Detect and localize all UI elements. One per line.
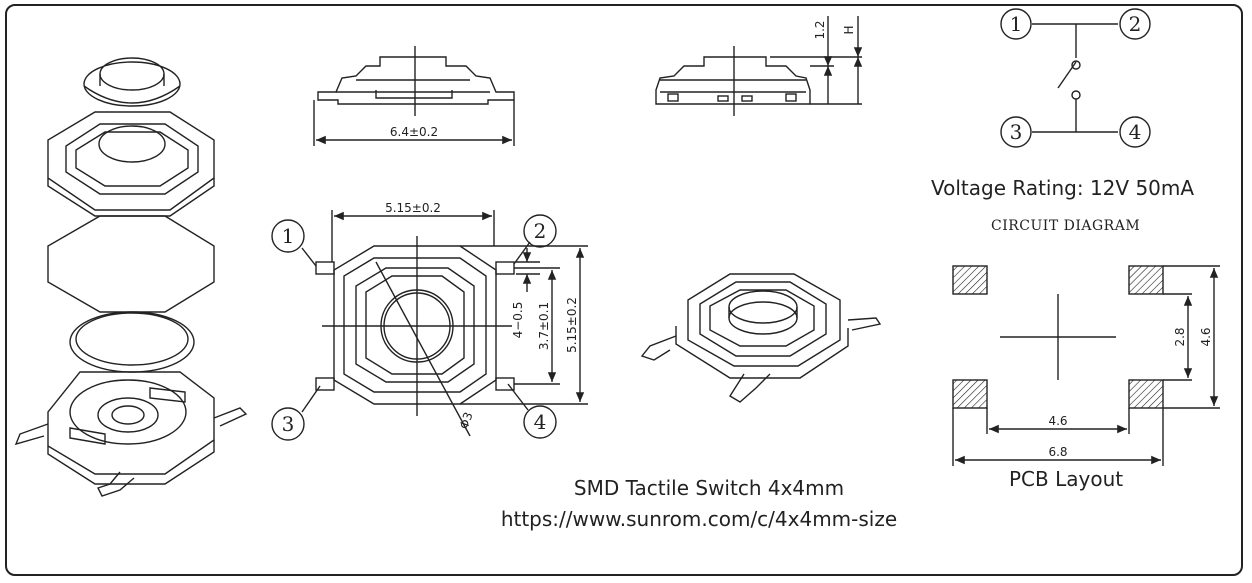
exploded-view (14, 57, 248, 497)
pin-3-marker-top (271, 407, 305, 441)
button-cap (83, 57, 181, 107)
switch-base (14, 371, 248, 497)
pcb-layout-label: PCB Layout (1009, 467, 1124, 491)
pin-2-marker (1119, 8, 1151, 40)
pin-3-label-top: 3 (282, 412, 295, 436)
cover-plate (47, 111, 215, 217)
voltage-rating: Voltage Rating: 12V 50mA (931, 176, 1195, 200)
metal-dome (69, 311, 195, 373)
dim-width-total: 6.4±0.2 (390, 125, 438, 139)
pin-3-marker (1000, 116, 1032, 148)
dim-height-h: H (842, 25, 856, 34)
pin-1-marker-top (271, 219, 305, 253)
pin-4-marker (1119, 116, 1151, 148)
side-view-side (655, 16, 863, 116)
dim-pad-width: 4−0.5 (511, 302, 525, 339)
side-view-front (313, 46, 515, 146)
dim-body-width: 5.15±0.2 (385, 201, 441, 215)
dim-pcb-outer-y: 4.6 (1199, 327, 1213, 346)
diagram-frame (5, 4, 1243, 576)
pin-1-label-top: 1 (282, 224, 295, 248)
pin-2-label: 2 (1129, 12, 1142, 36)
pin-4-label: 4 (1129, 120, 1142, 144)
dim-pad-pitch: 3.7±0.1 (537, 302, 551, 350)
pin-2-marker-top (523, 214, 557, 248)
pin-3-label: 3 (1010, 120, 1023, 144)
dim-pcb-inner-x: 4.6 (1048, 414, 1067, 428)
dim-body-height: 5.15±0.2 (565, 297, 579, 353)
membrane (47, 215, 215, 313)
pin-4-label-top: 4 (534, 410, 547, 434)
dim-pcb-outer-x: 6.8 (1048, 445, 1067, 459)
diagram-title: SMD Tactile Switch 4x4mm (573, 476, 845, 500)
pcb-layout (952, 265, 1220, 466)
pin-2-label-top: 2 (534, 219, 547, 243)
source-url: https://www.sunrom.com/c/4x4mm-size (500, 507, 898, 531)
circuit-diagram-label: CIRCUIT DIAGRAM (991, 218, 1141, 234)
dim-button-dia: Φ3 (457, 410, 476, 431)
pin-4-marker-top (523, 405, 557, 439)
pin-1-marker (1000, 8, 1032, 40)
dim-height-1: 1.2 (813, 20, 827, 39)
pin-markers (271, 8, 1151, 441)
dim-pcb-inner-y: 2.8 (1173, 327, 1187, 346)
circuit-diagram (1032, 23, 1118, 133)
top-view (301, 210, 588, 437)
pin-1-label: 1 (1010, 12, 1023, 36)
isometric-view (640, 273, 882, 403)
